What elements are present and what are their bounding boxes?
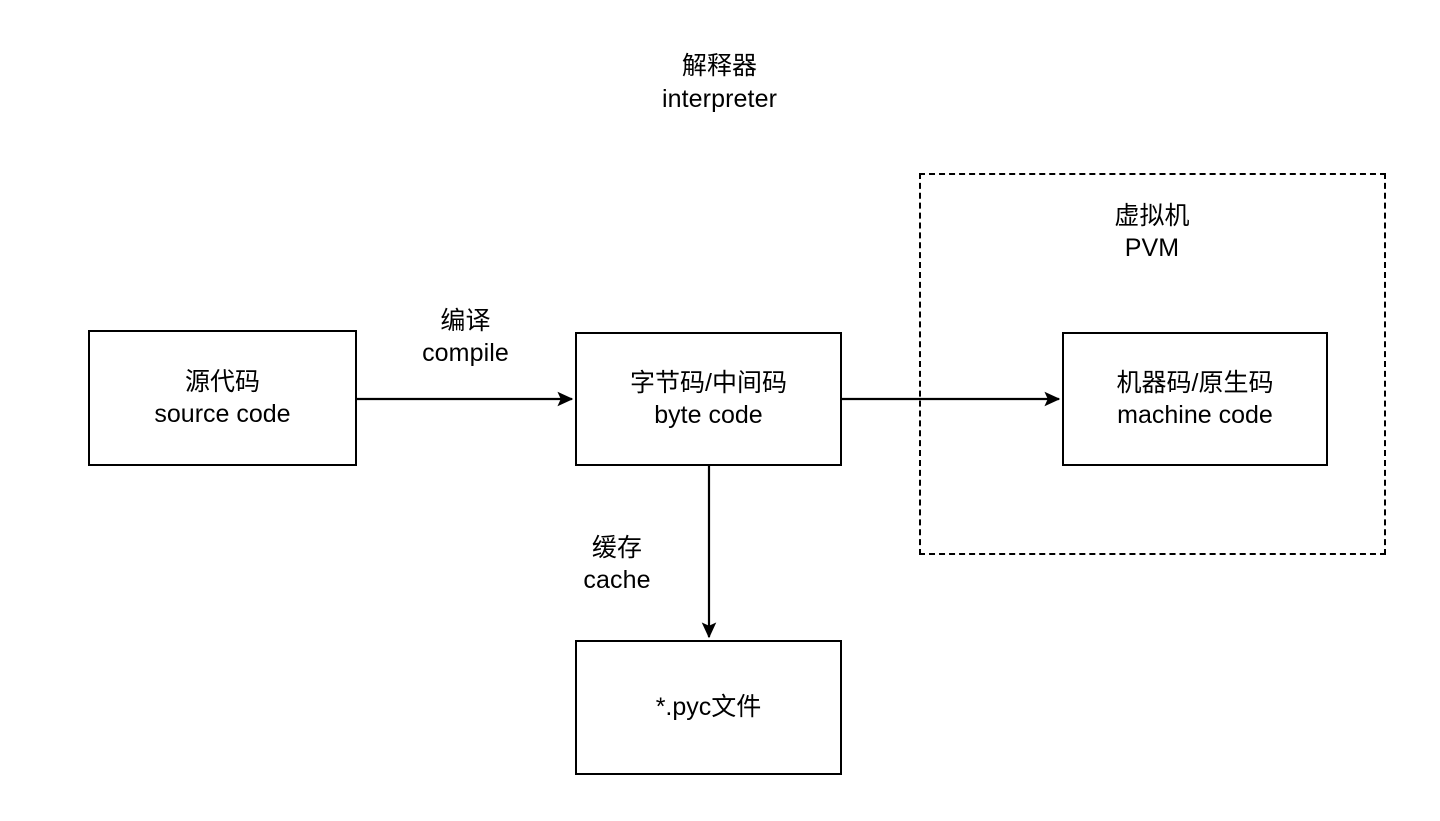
node-machine-code-en: machine code [1117, 401, 1273, 429]
group-virtual-machine-label-zh: 虚拟机 [1114, 202, 1190, 230]
edge-label-compile-zh: 编译 [440, 307, 491, 335]
node-pyc-file-zh: *.pyc文件 [655, 693, 762, 722]
node-machine-code-zh: 机器码/原生码 [1116, 368, 1274, 397]
group-virtual-machine [919, 173, 1386, 555]
node-pyc-file[interactable]: *.pyc文件 [575, 640, 842, 775]
diagram-title-en: interpreter [661, 85, 778, 113]
node-source-code-text: 源代码 source code [154, 366, 290, 431]
group-virtual-machine-label-en: PVM [1124, 234, 1180, 262]
node-source-code-en: source code [154, 400, 291, 428]
diagram-title: 解释器 interpreter [0, 50, 1440, 115]
node-byte-code[interactable]: 字节码/中间码 byte code [575, 332, 842, 466]
group-virtual-machine-label: 虚拟机 PVM [919, 200, 1385, 264]
node-source-code[interactable]: 源代码 source code [88, 330, 357, 466]
edge-label-cache: 缓存 cache [517, 532, 717, 596]
node-byte-code-en: byte code [654, 401, 763, 429]
node-machine-code-text: 机器码/原生码 machine code [1117, 367, 1274, 432]
edge-label-compile-en: compile [422, 339, 509, 367]
node-pyc-file-text: *.pyc文件 [656, 691, 762, 724]
edge-label-cache-zh: 缓存 [591, 534, 643, 562]
node-byte-code-text: 字节码/中间码 byte code [630, 367, 787, 432]
node-source-code-zh: 源代码 [184, 367, 260, 396]
node-machine-code[interactable]: 机器码/原生码 machine code [1062, 332, 1328, 466]
edge-label-cache-en: cache [583, 566, 651, 594]
edge-label-compile: 编译 compile [363, 305, 568, 369]
node-byte-code-zh: 字节码/中间码 [630, 368, 787, 397]
diagram-title-zh: 解释器 [681, 52, 758, 80]
